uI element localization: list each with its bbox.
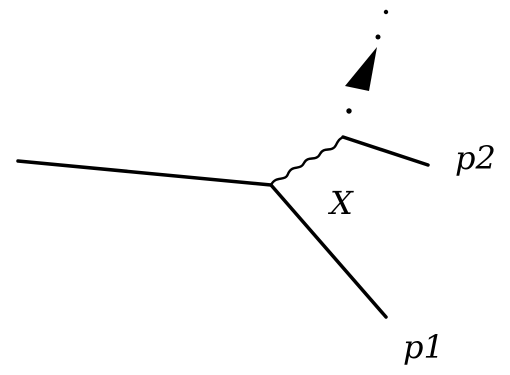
small-dot-upper — [375, 34, 381, 40]
outgoing-line-p1 — [269, 183, 388, 319]
wavy-x-line — [269, 135, 345, 187]
direction-arrow — [345, 47, 377, 91]
p1-label: p1 — [403, 328, 444, 366]
x-label: X — [330, 184, 353, 222]
outgoing-line-p2 — [341, 135, 430, 167]
top-dot — [383, 9, 389, 15]
small-dot-lower — [346, 108, 352, 114]
incoming-line — [16, 159, 273, 187]
p2-label: p2 — [455, 139, 496, 177]
